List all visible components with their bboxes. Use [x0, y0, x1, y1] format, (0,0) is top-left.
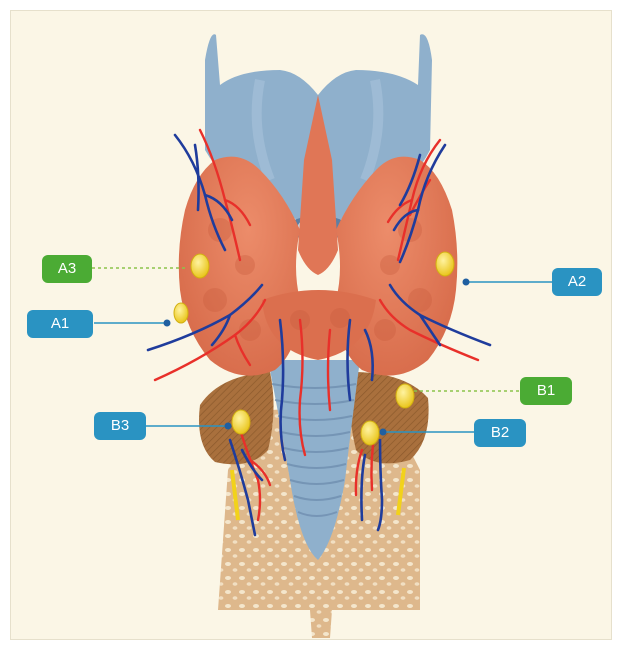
- parathyroid-a1: [174, 303, 188, 323]
- label-b1: B1: [520, 377, 572, 405]
- label-b2: B2: [474, 419, 526, 447]
- parathyroid-b2: [361, 421, 379, 445]
- label-a3: A3: [42, 255, 92, 283]
- label-b3: B3: [94, 412, 146, 440]
- parathyroid-a3: [191, 254, 209, 278]
- label-a1: A1: [27, 310, 93, 338]
- parathyroid-b3: [232, 410, 250, 434]
- parathyroid-b1: [396, 384, 414, 408]
- parathyroid-a2: [436, 252, 454, 276]
- label-a2: A2: [552, 268, 602, 296]
